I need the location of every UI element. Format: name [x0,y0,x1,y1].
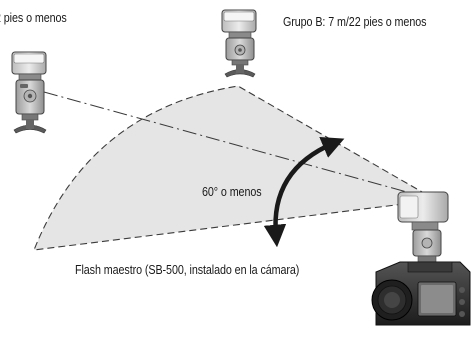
flash-unit-group-b [221,9,257,78]
camera-body [371,261,471,326]
group-b-range-label: Grupo B: 7 m/22 pies o menos [283,15,427,29]
master-flash-unit [397,191,449,263]
angle-label: 60° o menos [202,185,262,199]
center-axis [43,91,437,201]
master-flash-label: Flash maestro (SB-500, instalado en la c… [75,263,300,277]
group-a-range-label: 2 pies o menos [0,11,67,25]
coverage-area [33,85,438,251]
flash-unit-group-a [11,51,47,134]
angle-arrow [263,137,345,248]
